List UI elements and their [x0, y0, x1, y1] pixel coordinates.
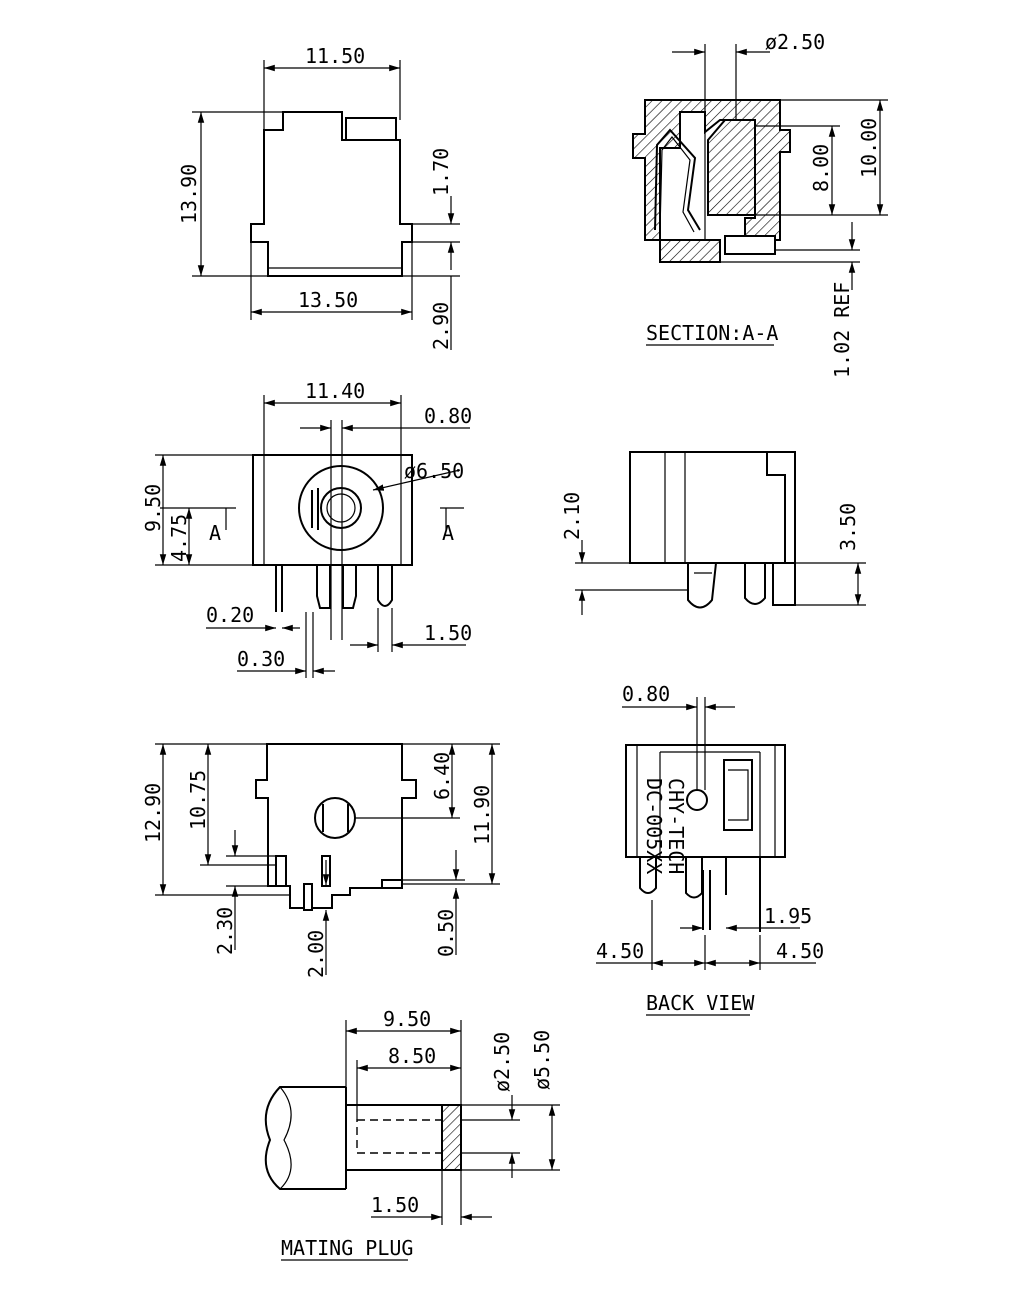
top-lip-label: 1.70	[429, 148, 453, 196]
mating-plug: 9.50 8.50 ø5.50 ø2.50 1.50 MATING PLUG	[264, 1007, 560, 1261]
section-view: ø2.50 8.00 10.00 1.02 REF SECTION:A-A	[632, 30, 888, 378]
bottom-view: 12.90 10.75 6.40 11.90 2.30 2.00 0.50	[141, 743, 500, 978]
front-hole-label: ø6.50	[404, 459, 464, 483]
front-pin-c-label: 1.50	[424, 621, 472, 645]
plug-length-label: 9.50	[383, 1007, 431, 1031]
side-b-label: 3.50	[836, 503, 860, 551]
plug-outer-dia-label: ø5.50	[530, 1030, 554, 1090]
back-mark-2: DC-005XX	[642, 778, 666, 874]
cut-label-right: A	[442, 521, 454, 545]
top-width-label: 11.50	[305, 44, 365, 68]
back-pin-label: 1.95	[764, 904, 812, 928]
front-pin-offset-label: 0.80	[424, 404, 472, 428]
section-title: SECTION:A-A	[646, 321, 778, 345]
front-height-label: 9.50	[141, 484, 165, 532]
side-a-label: 2.10	[560, 492, 584, 540]
back-top-label: 0.80	[622, 682, 670, 706]
top-view: 11.50 13.90 1.70 13.50 2.90	[177, 44, 460, 350]
bottom-h7-label: 0.50	[434, 909, 458, 957]
plug-tip-label: 1.50	[371, 1193, 419, 1217]
mating-plug-title: MATING PLUG	[281, 1236, 413, 1260]
cut-label-left: A	[209, 521, 221, 545]
section-ref-label: 1.02 REF	[830, 282, 854, 378]
back-left-label: 4.50	[596, 939, 644, 963]
top-base-label: 13.50	[298, 288, 358, 312]
back-view-title: BACK VIEW	[646, 991, 755, 1015]
section-d1-label: 8.00	[809, 144, 833, 192]
bottom-h4-label: 11.90	[470, 785, 494, 845]
plug-inner-label: 8.50	[388, 1044, 436, 1068]
top-height-label: 13.90	[177, 164, 201, 224]
section-d2-label: 10.00	[857, 118, 881, 178]
plug-inner-dia-label: ø2.50	[490, 1032, 514, 1092]
front-view: A A 11.40 0.80 ø6.50 9.50 4.75 0.20	[141, 379, 472, 678]
bottom-h1-label: 12.90	[141, 783, 165, 843]
front-pin-b-label: 0.30	[237, 647, 285, 671]
back-mark-1: CHY-TECH	[664, 778, 688, 874]
bottom-h6-label: 2.00	[304, 930, 328, 978]
front-pin-a-label: 0.20	[206, 603, 254, 627]
top-bottom-label: 2.90	[429, 302, 453, 350]
back-right-label: 4.50	[776, 939, 824, 963]
bottom-h2-label: 10.75	[186, 770, 210, 830]
back-view: CHY-TECH DC-005XX 0.80 1.95 4.50 4.50 BA…	[596, 682, 824, 1016]
bottom-h3-label: 6.40	[430, 752, 454, 800]
front-width-label: 11.40	[305, 379, 365, 403]
front-half-label: 4.75	[167, 514, 191, 562]
section-pin-label: ø2.50	[765, 30, 825, 54]
bottom-h5-label: 2.30	[213, 907, 237, 955]
side-view: 2.10 3.50	[560, 451, 866, 615]
